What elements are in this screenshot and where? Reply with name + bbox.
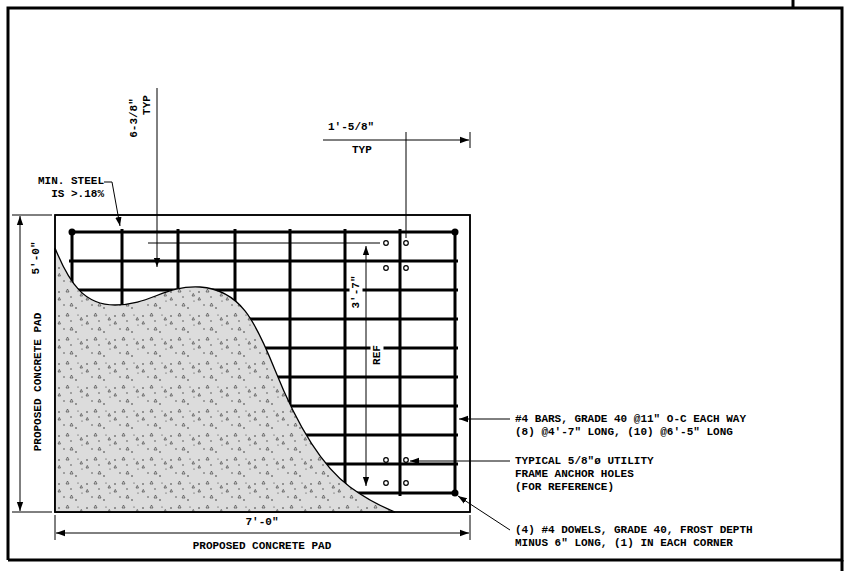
callout-note: TYPICAL 5/8"ø UTILITY FRAME ANCHOR HOLES… [515,455,665,494]
dimension-note: TYP [141,93,154,117]
steel-note: MIN. STEEL IS >.18% [32,175,104,201]
dimension-text: 1'-5/8" [328,121,374,134]
pad-label: PROPOSED CONCRETE PAD [32,311,45,454]
callout-note: #4 BARS, GRADE 40 @11" O-C EACH WAY (8) … [515,413,760,439]
dimension-text: 7'-0" [243,516,280,529]
dimension-text: 3'-7" [350,273,363,310]
dimension-text: 5'-0" [30,239,43,276]
dimension-note: TYP [352,144,372,157]
dimension-note: REF [371,343,384,367]
pad-label: PROPOSED CONCRETE PAD [191,540,334,553]
dimension-text: 6-3/8" [128,96,141,140]
callout-note: (4) #4 DOWELS, GRADE 40, FROST DEPTH MIN… [515,524,765,550]
